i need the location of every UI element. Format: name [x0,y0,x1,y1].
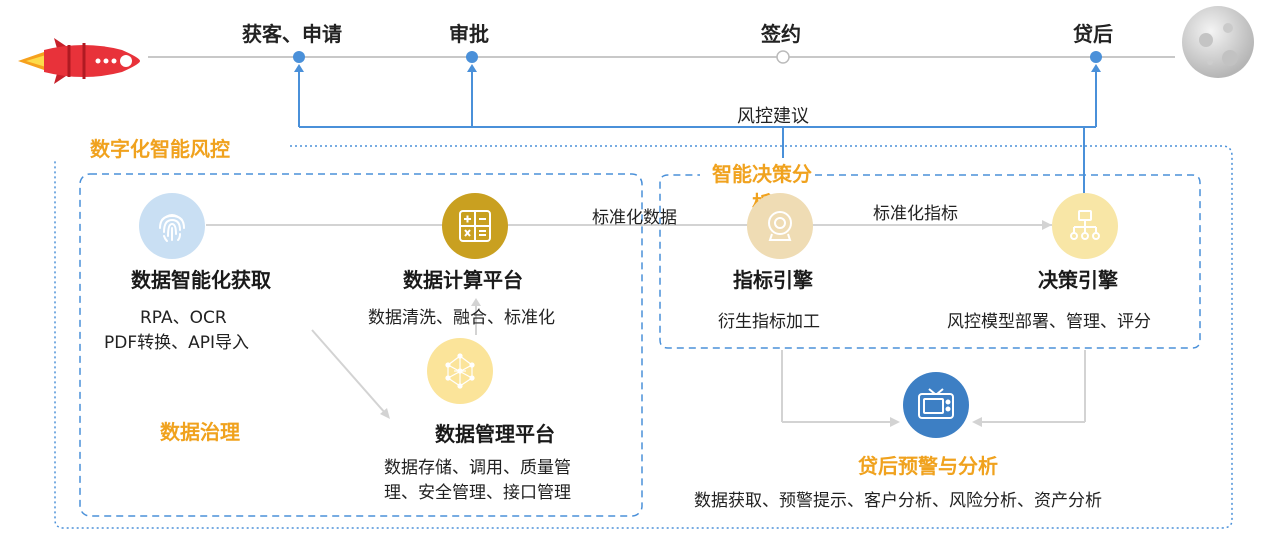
governance-label: 数据治理 [160,420,240,444]
compute-desc: 数据清洗、融合、标准化 [368,308,555,328]
main-title: 数字化智能风控 [90,137,230,161]
management-desc-line1: 数据存储、调用、质量管 [384,458,571,478]
rocket-icon [18,38,140,84]
camera-icon [747,193,813,259]
flow-label-index: 标准化指标 [873,204,958,224]
moon-icon [1182,6,1254,78]
management-title: 数据管理平台 [435,422,555,446]
acquisition-desc-line2: PDF转换、API导入 [104,333,250,353]
decision-engine-desc: 风控模型部署、管理、评分 [947,312,1151,332]
postloan-title: 贷后预警与分析 [858,454,998,478]
stage-signing: 签约 [761,22,801,46]
timeline-dot-3 [776,50,790,64]
compute-title: 数据计算平台 [403,268,523,292]
timeline-dot-2 [466,51,478,63]
metric-engine-title: 指标引擎 [733,268,813,292]
decision-engine-title: 决策引擎 [1038,268,1118,292]
stage-acquire-apply: 获客、申请 [242,22,342,46]
decision-box [659,174,1201,349]
fingerprint-icon [139,193,205,259]
timeline-dot-1 [293,51,305,63]
acquisition-title: 数据智能化获取 [131,268,271,292]
stage-post-loan: 贷后 [1073,22,1113,46]
metric-engine-desc: 衍生指标加工 [718,312,820,332]
management-desc-line2: 理、安全管理、接口管理 [384,483,571,503]
timeline-dot-4 [1090,51,1102,63]
feedback-label: 风控建议 [737,106,809,127]
tv-icon [903,372,969,438]
flow-label-data: 标准化数据 [592,208,677,228]
postloan-desc: 数据获取、预警提示、客户分析、风险分析、资产分析 [694,491,1102,511]
stage-approval: 审批 [449,22,489,46]
hierarchy-icon [1052,193,1118,259]
acquisition-desc-line1: RPA、OCR [140,308,227,328]
calculator-icon [442,193,508,259]
governance-box [79,173,643,517]
network-icon [427,338,493,404]
